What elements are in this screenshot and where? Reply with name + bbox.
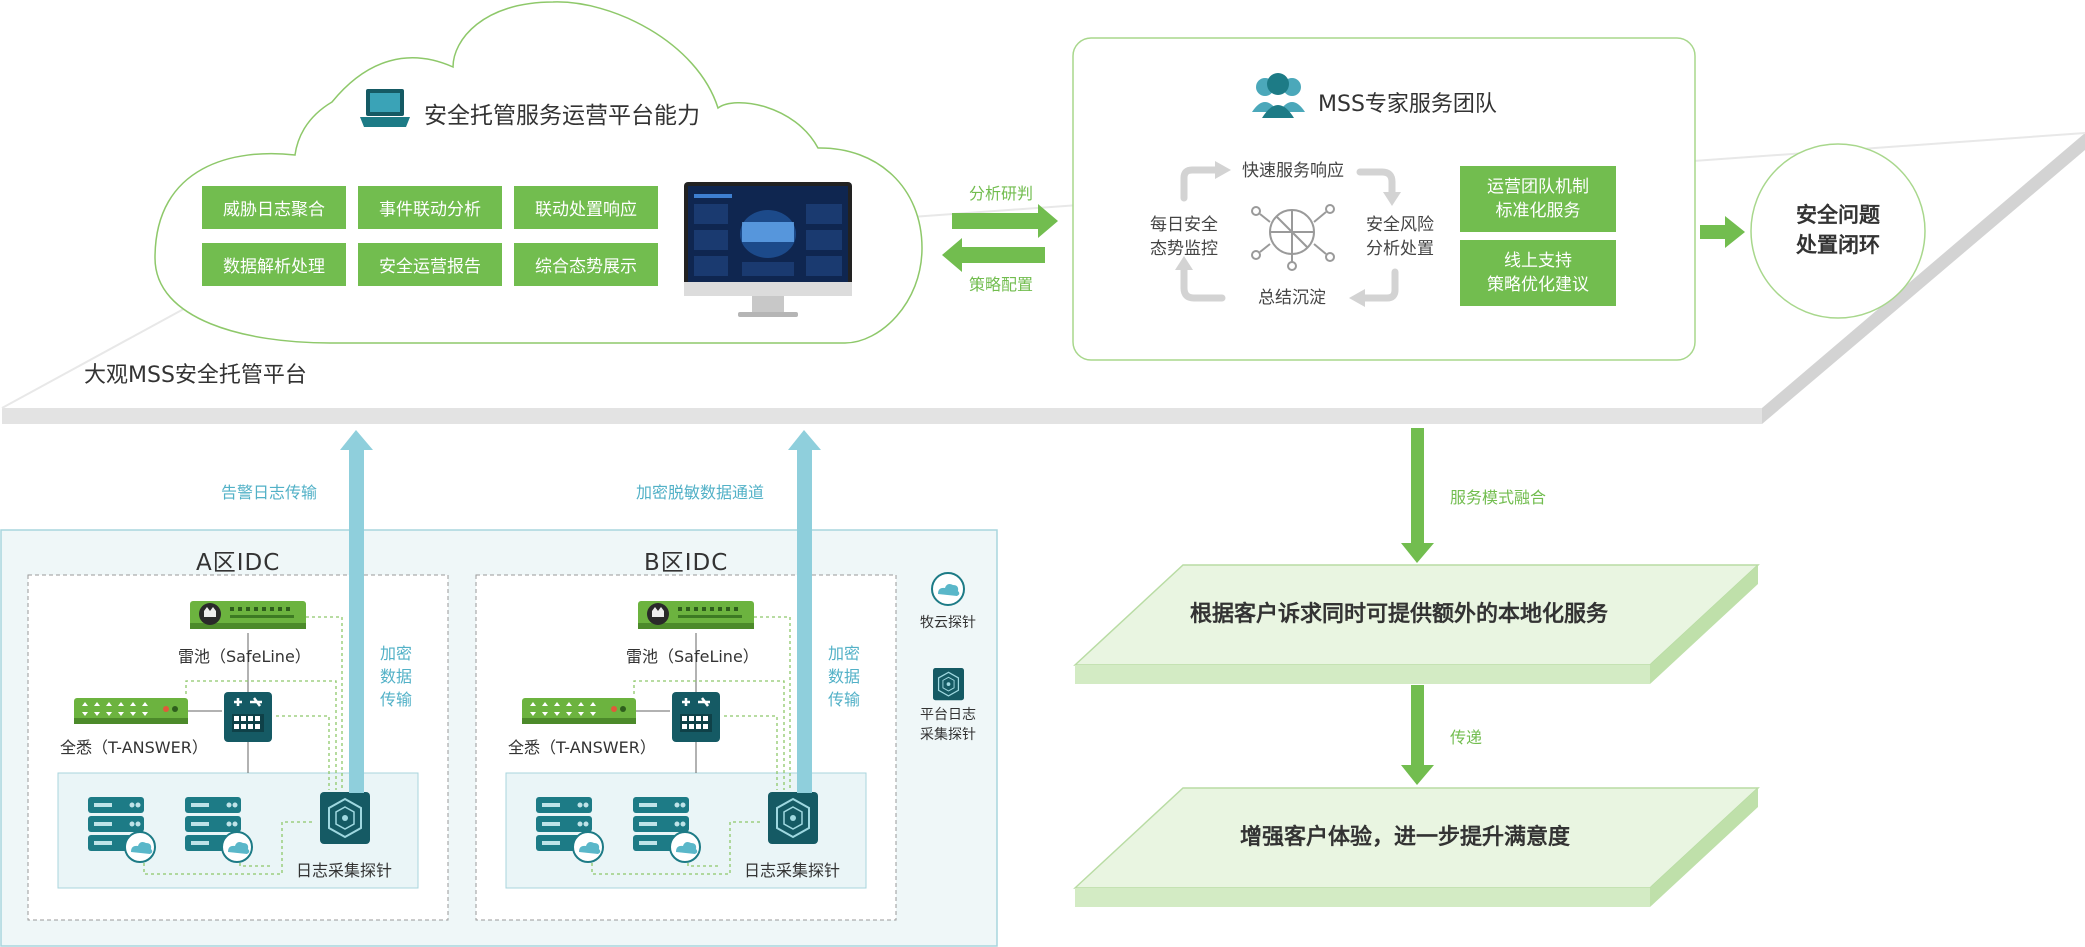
cloud-probe-icon xyxy=(931,572,965,606)
laptop-icon xyxy=(360,89,410,127)
expert-box-support: 线上支持 策略优化建议 xyxy=(1460,240,1616,306)
policy-label: 策略配置 xyxy=(969,275,1034,294)
cycle-daily-monitor: 每日安全 态势监控 xyxy=(1150,213,1218,261)
cycle-fast-response: 快速服务响应 xyxy=(1242,161,1344,181)
brain-icon xyxy=(1251,204,1335,271)
legend-cloud-probe: 牧云探针 xyxy=(920,615,976,631)
legend-platform-probe-line2: 采集探针 xyxy=(920,727,976,743)
cycle-risk-analysis-line1: 安全风险 xyxy=(1366,215,1434,235)
cycle-risk-analysis-line2: 分析处置 xyxy=(1366,239,1434,259)
team-icon xyxy=(1252,73,1305,118)
service-fusion-label: 服务模式融合 xyxy=(1450,488,1547,507)
expert-box-support-line2: 策略优化建议 xyxy=(1487,275,1589,295)
alert-log-transfer-label: 告警日志传输 xyxy=(221,483,318,502)
expert-box-support-line1: 线上支持 xyxy=(1504,251,1572,271)
result-text: 安全问题 处置闭环 xyxy=(1768,200,1908,260)
idc-a-probe-label: 日志采集探针 xyxy=(296,861,393,880)
result-line2: 处置闭环 xyxy=(1796,233,1880,257)
cloud-title: 安全托管服务运营平台能力 xyxy=(424,103,700,129)
idc-b-encrypt-line2: 数据 xyxy=(828,667,861,686)
encrypted-channel-label: 加密脱敏数据通道 xyxy=(636,483,765,502)
cycle-summary: 总结沉淀 xyxy=(1258,288,1326,308)
platform-probe-icon xyxy=(932,667,965,701)
idc-b-encrypt-line3: 传输 xyxy=(828,690,861,709)
expert-box-mechanism-line2: 标准化服务 xyxy=(1495,201,1581,221)
idc-a-tanswer-label: 全悉（T-ANSWER） xyxy=(60,738,208,757)
idc-a-encrypt-line1: 加密 xyxy=(380,644,413,663)
idc-a-graphics xyxy=(74,601,371,875)
idc-b-graphics xyxy=(522,601,819,875)
experience-text: 增强客户体验，进一步提升满意度 xyxy=(1240,825,1571,850)
capability-situation: 综合态势展示 xyxy=(514,243,658,286)
idc-a-safeline-label: 雷池（SafeLine） xyxy=(178,647,311,666)
analysis-label: 分析研判 xyxy=(969,184,1034,203)
idc-a-title: A区IDC xyxy=(196,550,281,576)
platform-name: 大观MSS安全托管平台 xyxy=(84,363,307,388)
capability-data-parsing: 数据解析处理 xyxy=(202,243,346,286)
idc-a-encrypt-line2: 数据 xyxy=(380,667,413,686)
deliver-label: 传递 xyxy=(1450,728,1483,747)
idc-b-probe-label: 日志采集探针 xyxy=(744,861,841,880)
expert-title: MSS专家服务团队 xyxy=(1318,92,1497,117)
capability-report: 安全运营报告 xyxy=(358,243,502,286)
legend-platform-probe: 平台日志 采集探针 xyxy=(920,705,976,745)
cycle-risk-analysis: 安全风险 分析处置 xyxy=(1366,213,1434,261)
localized-service-text: 根据客户诉求同时可提供额外的本地化服务 xyxy=(1190,602,1609,627)
capability-event-analysis: 事件联动分析 xyxy=(358,186,502,229)
monitor-dashboard xyxy=(684,182,852,317)
idc-b-encrypt-label: 加密 数据 传输 xyxy=(828,642,860,711)
idc-a-encrypt-line3: 传输 xyxy=(380,690,413,709)
idc-b-safeline-label: 雷池（SafeLine） xyxy=(626,647,759,666)
legend-platform-probe-line1: 平台日志 xyxy=(920,707,976,723)
cycle-daily-monitor-line2: 态势监控 xyxy=(1150,239,1218,259)
capability-threat-log: 威胁日志聚合 xyxy=(202,186,346,229)
expert-box-mechanism-line1: 运营团队机制 xyxy=(1487,177,1589,197)
idc-b-tanswer-label: 全悉（T-ANSWER） xyxy=(508,738,656,757)
idc-a-encrypt-label: 加密 数据 传输 xyxy=(380,642,412,711)
capability-response: 联动处置响应 xyxy=(514,186,658,229)
cycle-daily-monitor-line1: 每日安全 xyxy=(1150,215,1218,235)
idc-b-title: B区IDC xyxy=(644,550,729,576)
result-line1: 安全问题 xyxy=(1796,203,1880,227)
expert-box-mechanism: 运营团队机制 标准化服务 xyxy=(1460,166,1616,232)
idc-b-encrypt-line1: 加密 xyxy=(828,644,861,663)
